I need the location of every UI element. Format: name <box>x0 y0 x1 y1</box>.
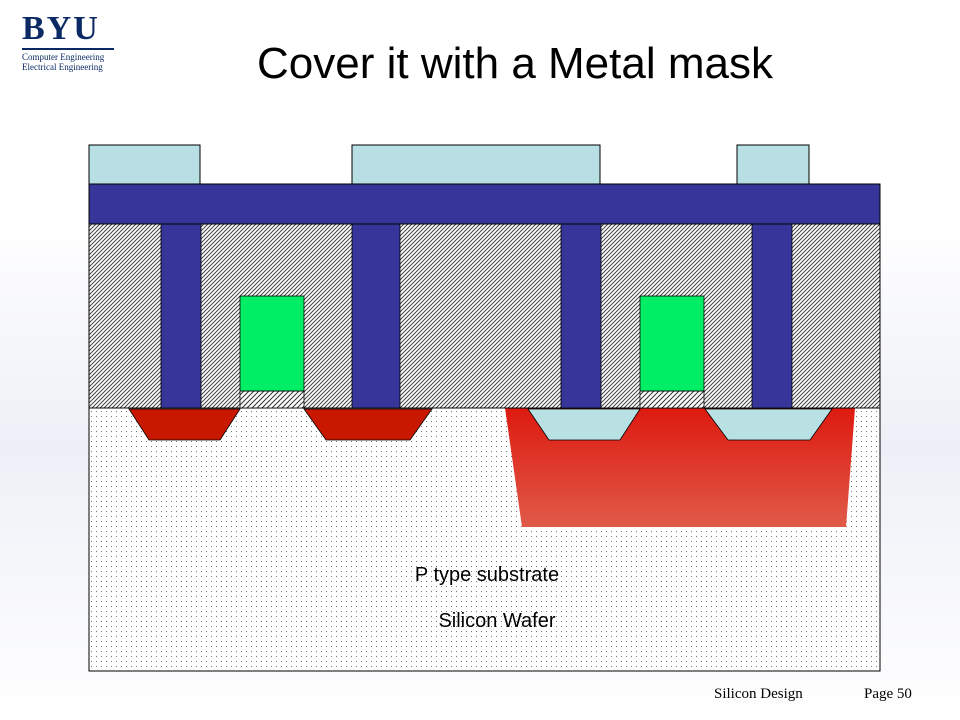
label-silicon-wafer: Silicon Wafer <box>438 610 555 632</box>
metal-contact-1 <box>160 221 202 409</box>
poly-gate-left <box>239 295 305 392</box>
metal-contact-4 <box>751 221 793 409</box>
logo-line-electrical-engineering: Electrical Engineering <box>22 62 103 72</box>
label-p-type-substrate: P type substrate <box>415 564 559 586</box>
gate-oxide-left <box>239 390 305 409</box>
byu-logo: BYU Computer Engineering Electrical Engi… <box>22 12 122 72</box>
footer-page-number: Page 50 <box>864 686 912 702</box>
slide-title: Cover it with a Metal mask <box>257 39 773 88</box>
metal-contact-3 <box>560 221 602 409</box>
n-diffusion-right <box>303 408 433 441</box>
metal-layer <box>88 183 881 225</box>
logo-divider <box>22 48 114 50</box>
logo-mark: BYU <box>22 10 100 47</box>
p-diffusion-left <box>527 408 641 441</box>
logo-line-computer-engineering: Computer Engineering <box>22 52 105 62</box>
footer-course-name: Silicon Design <box>714 686 803 702</box>
metal-contact-2 <box>351 221 401 409</box>
oxide-layer <box>88 223 881 409</box>
poly-gate-right <box>639 295 705 392</box>
metal-mask-right <box>736 144 810 185</box>
p-diffusion-right <box>704 408 833 441</box>
gate-oxide-right <box>639 390 705 409</box>
metal-mask-left <box>88 144 201 185</box>
metal-mask-center <box>351 144 601 185</box>
n-diffusion-left <box>128 408 241 441</box>
